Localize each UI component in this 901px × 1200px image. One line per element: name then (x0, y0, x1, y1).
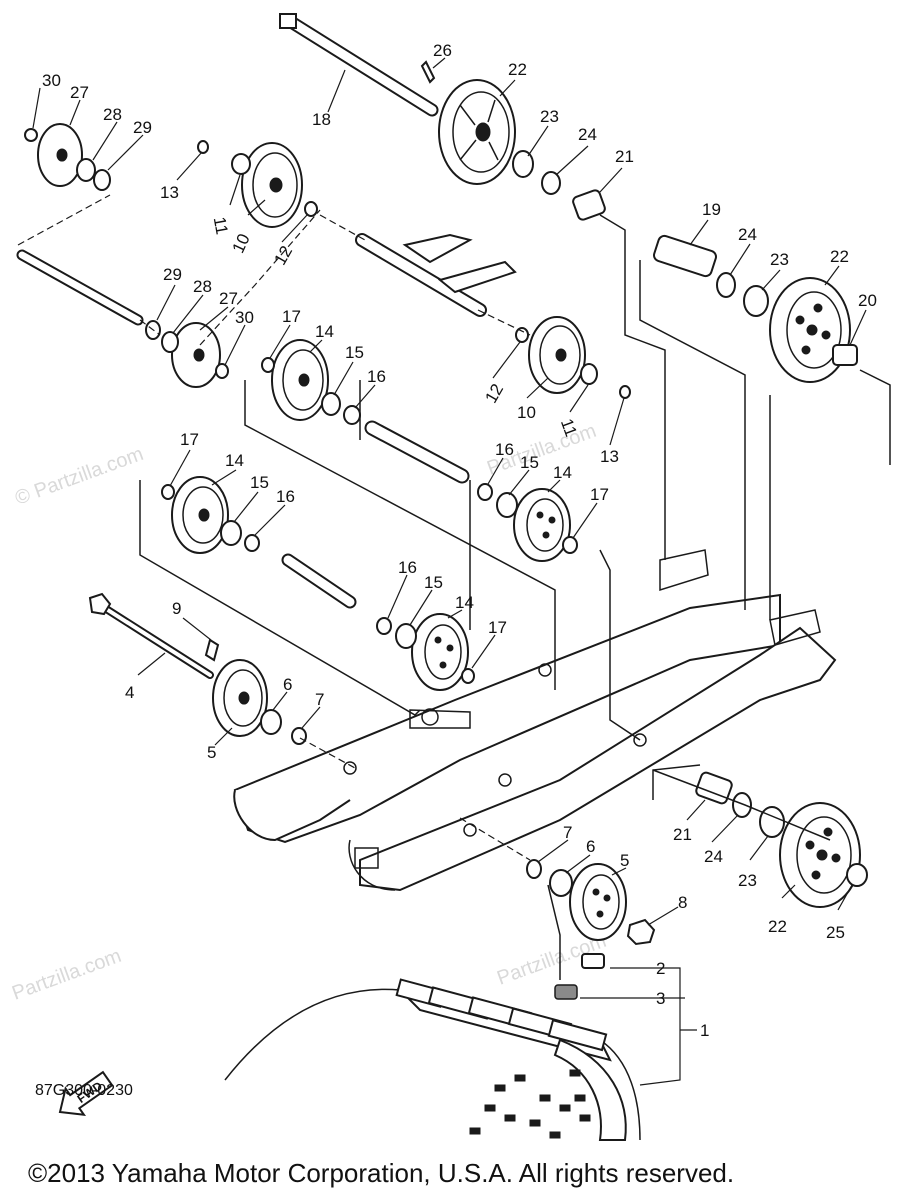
label-17-left: 17 (180, 430, 199, 449)
label-16-right: 16 (495, 440, 514, 459)
label-12-mid: 12 (481, 381, 507, 407)
shaft-18 (279, 13, 439, 117)
label-17-right: 17 (590, 485, 609, 504)
label-27-top: 27 (70, 83, 89, 102)
label-17-upper: 17 (282, 307, 301, 326)
wheel-5-upper (212, 659, 268, 737)
label-14-upper: 14 (315, 322, 334, 341)
label-13-mid: 13 (600, 447, 619, 466)
label-3: 3 (656, 989, 665, 1008)
label-16-left: 16 (276, 487, 295, 506)
label-14-right: 14 (553, 463, 572, 482)
wheel-27-top (37, 123, 83, 187)
label-22-top: 22 (508, 60, 527, 79)
label-16-upper: 16 (367, 367, 386, 386)
shaft-lower (281, 553, 357, 609)
wheel-27-mid (171, 322, 221, 388)
small-parts (24, 60, 868, 946)
watermark-side: © Partzilla.com (12, 443, 146, 510)
label-19: 19 (702, 200, 721, 219)
label-30-mid: 30 (235, 308, 254, 327)
label-10-top: 10 (229, 231, 254, 256)
wheel-14-right (513, 488, 571, 562)
wheel-5-lower (569, 863, 627, 941)
label-7-upper: 7 (315, 690, 324, 709)
label-5-lower: 5 (620, 851, 629, 870)
diagram-code: 87G300-0230 (35, 1082, 133, 1099)
label-9: 9 (172, 599, 181, 618)
shaft-middle (364, 420, 470, 484)
watermark-lower-left: Partzilla.com (9, 945, 124, 1005)
pivot-arm-assembly (355, 233, 517, 317)
label-28-top: 28 (103, 105, 122, 124)
label-8: 8 (678, 893, 687, 912)
label-22-lower: 22 (768, 917, 787, 936)
track-assembly (224, 953, 641, 1141)
shaft-left-upper (16, 249, 144, 326)
label-24-right: 24 (738, 225, 757, 244)
label-26: 26 (433, 41, 452, 60)
label-15-right: 15 (520, 453, 539, 472)
label-2: 2 (656, 959, 665, 978)
label-14-left: 14 (225, 451, 244, 470)
copyright-notice: ©2013 Yamaha Motor Corporation, U.S.A. A… (28, 1158, 735, 1188)
wheel-10-top (241, 142, 303, 228)
wheel-14-upper-left (271, 339, 329, 421)
label-29-top: 29 (133, 118, 152, 137)
label-15-lower: 15 (424, 573, 443, 592)
label-14-lower: 14 (455, 593, 474, 612)
label-25: 25 (826, 923, 845, 942)
label-23-top: 23 (540, 107, 559, 126)
idler-wheel-22-top (438, 79, 516, 185)
label-6-upper: 6 (283, 675, 292, 694)
label-24-lower: 24 (704, 847, 723, 866)
label-29-mid: 29 (163, 265, 182, 284)
label-1: 1 (700, 1021, 709, 1040)
label-24-top: 24 (578, 125, 597, 144)
label-27-mid: 27 (219, 289, 238, 308)
label-4: 4 (125, 683, 134, 702)
label-21-lower: 21 (673, 825, 692, 844)
label-13-top: 13 (160, 183, 179, 202)
wheel-14-lower (411, 613, 469, 691)
slide-rail-frame (233, 549, 837, 892)
label-6-lower: 6 (586, 837, 595, 856)
label-15-left: 15 (250, 473, 269, 492)
idler-wheel-22-right (769, 277, 851, 383)
label-18: 18 (312, 110, 331, 129)
label-11-top: 11 (210, 215, 232, 236)
bolt-4 (88, 592, 214, 679)
idler-wheel-22-lower (779, 802, 861, 908)
label-20: 20 (858, 291, 877, 310)
wheel-14-left (171, 476, 229, 554)
label-12-top: 12 (270, 243, 296, 269)
part-number-labels: 30 27 28 29 13 11 10 12 18 26 22 23 24 2… (42, 41, 877, 1040)
label-30-top: 30 (42, 71, 61, 90)
label-7-lower: 7 (563, 823, 572, 842)
label-23-lower: 23 (738, 871, 757, 890)
label-28-mid: 28 (193, 277, 212, 296)
label-16-lower: 16 (398, 558, 417, 577)
label-21-top: 21 (615, 147, 634, 166)
wheel-10-mid (528, 316, 586, 394)
label-5-upper: 5 (207, 743, 216, 762)
label-23-right: 23 (770, 250, 789, 269)
label-11-mid: 11 (557, 416, 581, 439)
label-22-right: 22 (830, 247, 849, 266)
label-17-lower: 17 (488, 618, 507, 637)
label-10-mid: 10 (517, 403, 536, 422)
leader-lines (17, 57, 891, 1086)
label-15-upper: 15 (345, 343, 364, 362)
